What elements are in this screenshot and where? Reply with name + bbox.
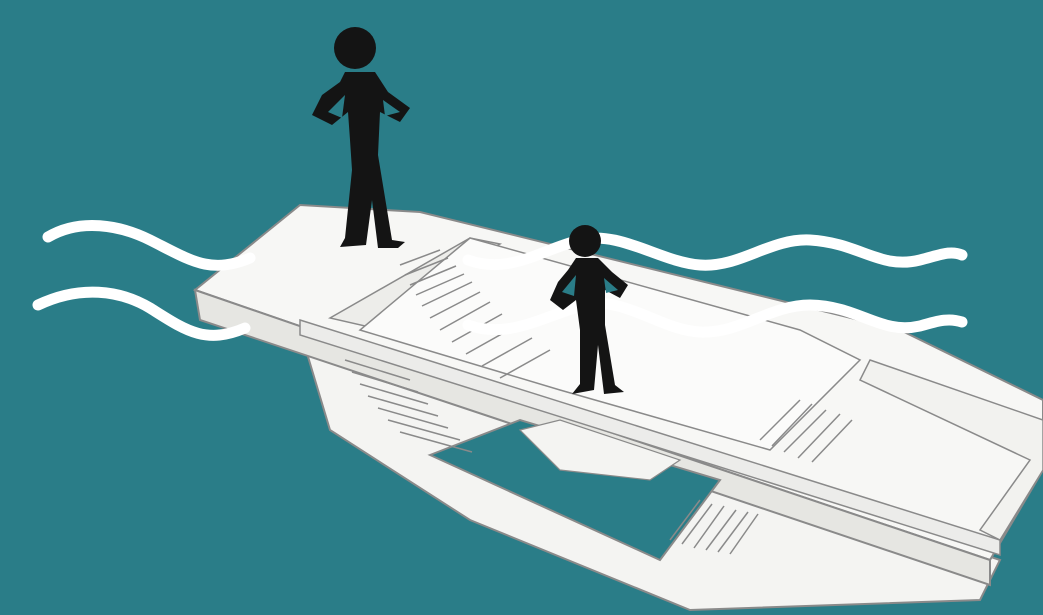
person-large-head xyxy=(334,27,376,69)
person-small-head xyxy=(569,225,601,257)
wave-upper xyxy=(48,225,250,265)
